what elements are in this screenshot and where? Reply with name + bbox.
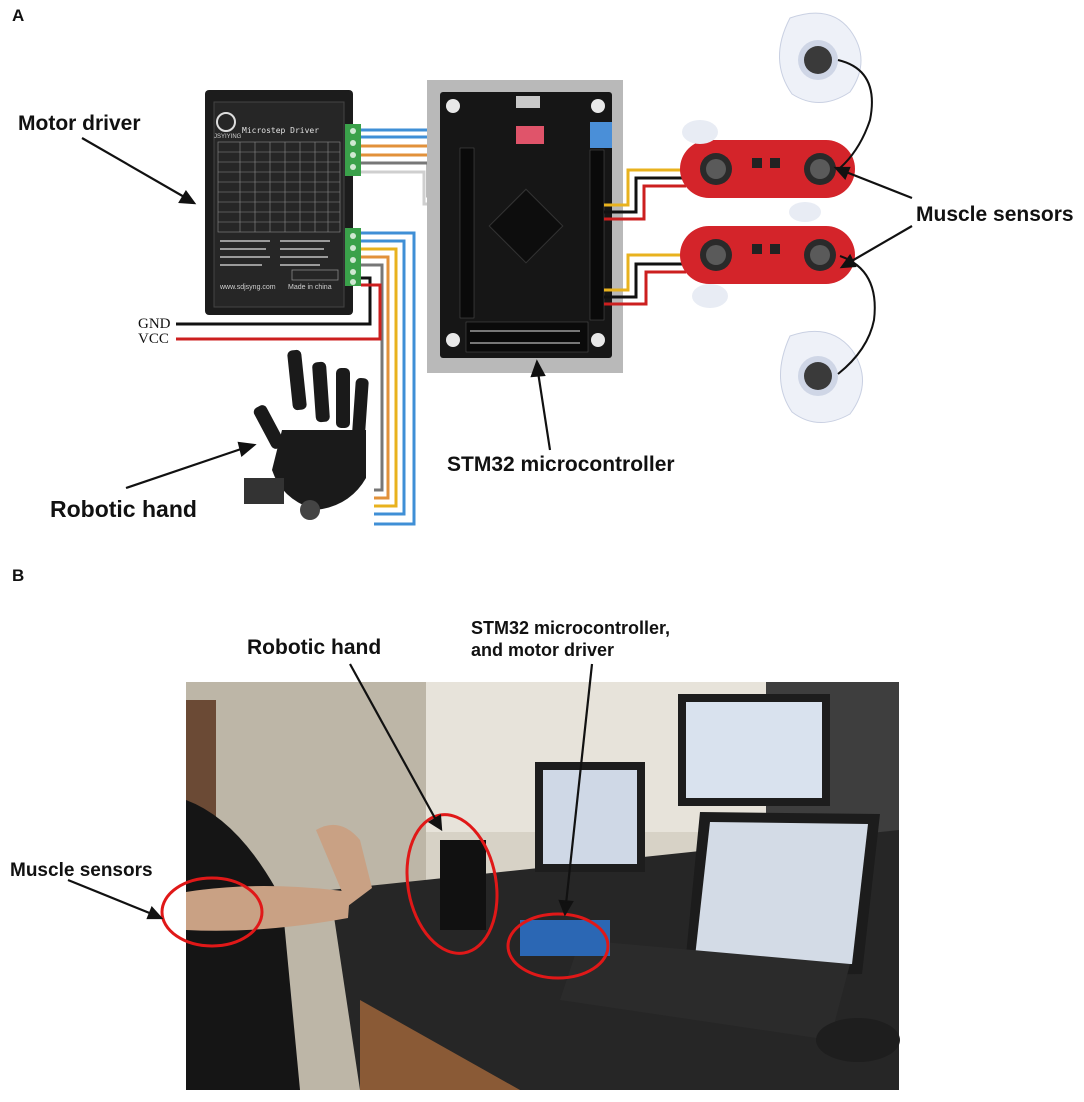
mcu-highlight — [506, 912, 610, 980]
muscle-sensor-board-1 — [680, 140, 855, 198]
electrode-cables — [837, 59, 876, 375]
muscle-sensor-highlight — [160, 876, 264, 948]
gnd-label: GND — [138, 316, 171, 332]
panel-b-arrows — [67, 663, 594, 920]
driver-terminal-block-bottom — [345, 228, 361, 286]
stm32-driver-label-line2: and motor driver — [471, 640, 615, 660]
panel-b-photo — [186, 682, 900, 1090]
driver-to-hand-wires — [361, 231, 416, 526]
driver-brand: JSYIYING — [214, 134, 242, 140]
stm32-label: STM32 microcontroller — [447, 453, 675, 476]
electrode-pad-top — [779, 12, 862, 103]
panel-label-b: B — [12, 566, 25, 585]
driver-made: Made in china — [288, 284, 332, 291]
panel-label-a: A — [12, 6, 25, 25]
vcc-label: VCC — [138, 331, 169, 347]
stm32-driver-label-line1: STM32 microcontroller, — [471, 618, 671, 638]
motor-driver-label: Motor driver — [18, 112, 141, 135]
robotic-hand-label-b: Robotic hand — [247, 636, 382, 659]
driver-url: www.sdjsyng.com — [220, 284, 276, 291]
motor-driver-module — [205, 90, 353, 315]
robotic-hand-label-a: Robotic hand — [50, 496, 197, 522]
muscle-sensor-board-2 — [680, 226, 855, 284]
power-wires — [176, 276, 382, 341]
muscle-sensors-label-b: Muscle sensors — [10, 860, 153, 881]
panel-a-arrows — [81, 137, 913, 490]
muscle-sensors-label-a: Muscle sensors — [916, 203, 1074, 226]
driver-terminal-block-top — [345, 124, 361, 176]
electrode-pad-bottom — [780, 330, 863, 423]
stm32-board — [427, 80, 623, 373]
mcu-to-sensor-wires — [604, 168, 686, 306]
driver-title: Microstep Driver — [242, 126, 320, 135]
robotic-hand-illustration — [244, 349, 369, 520]
